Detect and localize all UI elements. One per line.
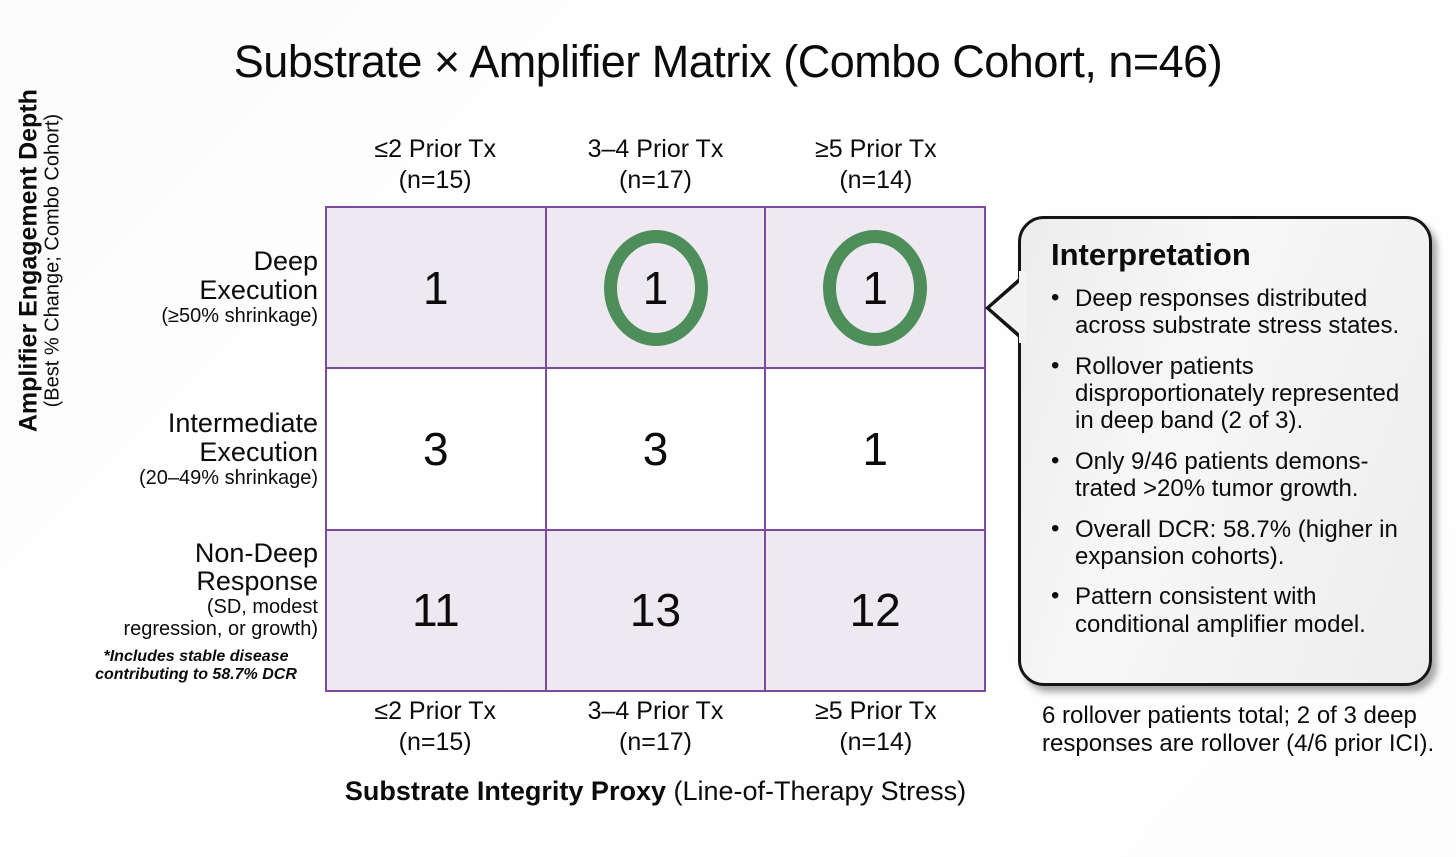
row-label-2-line1: Non-Deep (194, 537, 318, 568)
column-footer-1-label: 3–4 Prior Tx (587, 697, 724, 725)
row-labels: Deep Execution (≥50% shrinkage) Intermed… (74, 206, 322, 692)
column-footer-0: ≤2 Prior Tx (n=15) (325, 696, 545, 757)
column-header-1-label: 3–4 Prior Tx (587, 135, 724, 163)
rollover-footnote: 6 rollover patients total; 2 of 3 deep r… (1042, 702, 1435, 758)
list-item: Pattern consistent with conditional ampl… (1049, 582, 1413, 638)
row-label-1-line1: Intermediate (167, 408, 318, 439)
matrix-cell-r0c2[interactable]: 1 (766, 208, 985, 368)
row-label-0-sub: (≥50% shrinkage) (161, 304, 318, 327)
figure-title: Substrate × Amplifier Matrix (Combo Coho… (233, 36, 1223, 87)
callout-pointer-mask (1019, 271, 1027, 343)
column-header-2-label: ≥5 Prior Tx (815, 135, 937, 163)
interpretation-bullet-list: Deep responses distributed across substr… (1049, 284, 1413, 638)
matrix-cell-r2c1[interactable]: 13 (546, 530, 767, 690)
row-label-0-line1: Deep (253, 246, 318, 277)
column-header-0-count: (n=15) (398, 165, 472, 194)
column-footer-0-count: (n=15) (398, 727, 472, 756)
column-headers-top: ≤2 Prior Tx (n=15) 3–4 Prior Tx (n=17) ≥… (325, 134, 986, 195)
interpretation-title: Interpretation (1051, 237, 1251, 272)
matrix-row-intermediate-execution: 3 3 1 (327, 369, 985, 531)
column-header-1-count: (n=17) (619, 165, 692, 194)
column-footer-0-label: ≤2 Prior Tx (374, 697, 496, 725)
matrix-grid: 1 1 1 3 3 1 11 (325, 206, 986, 692)
row-label-2-line2: Response (196, 566, 318, 597)
matrix-cell-r2c0[interactable]: 11 (327, 530, 547, 690)
y-axis-label: Amplifier Engagement Depth (Best % Chang… (14, 21, 64, 501)
matrix-cell-r1c1[interactable]: 3 (546, 369, 767, 529)
row-label-1-sub: (20–49% shrinkage) (139, 466, 318, 489)
matrix-cell-r1c2[interactable]: 1 (766, 369, 985, 529)
x-axis-label-main: Substrate Integrity Proxy (344, 776, 666, 806)
x-axis-label-sub: (Line-of-Therapy Stress) (665, 776, 967, 806)
matrix-cell-r2c2[interactable]: 12 (766, 530, 985, 690)
y-axis-label-sub: (Best % Change; Combo Cohort) (41, 113, 64, 408)
row-label-deep-execution: Deep Execution (≥50% shrinkage) (74, 206, 322, 368)
list-item: Deep responses distributed across substr… (1049, 284, 1413, 340)
column-footer-2-label: ≥5 Prior Tx (815, 697, 937, 725)
matrix-cell-r2c1-value: 13 (629, 584, 682, 637)
list-item: Overall DCR: 58.7% (higher in expansion … (1049, 515, 1413, 571)
matrix-row-deep-execution: 1 1 1 (327, 208, 985, 370)
column-footer-2: ≥5 Prior Tx (n=14) (766, 696, 986, 757)
matrix-cell-r0c1[interactable]: 1 (546, 208, 767, 368)
row-label-intermediate-execution: Intermediate Execution (20–49% shrinkage… (74, 368, 322, 530)
y-axis-label-main: Amplifier Engagement Depth (14, 89, 43, 433)
callout-pointer-icon (990, 281, 1021, 335)
column-footer-1-count: (n=17) (619, 727, 692, 756)
matrix-cell-r1c0[interactable]: 3 (327, 369, 547, 529)
column-footer-2-count: (n=14) (839, 727, 913, 756)
list-item: Only 9/46 patients demons-trated >20% tu… (1049, 447, 1413, 503)
matrix-cell-r2c2-value: 12 (849, 584, 901, 637)
column-header-2: ≥5 Prior Tx (n=14) (766, 134, 986, 195)
matrix-cell-r2c0-value: 11 (411, 584, 460, 637)
column-header-0: ≤2 Prior Tx (n=15) (325, 134, 545, 195)
column-footer-1: 3–4 Prior Tx (n=17) (545, 696, 765, 757)
column-header-2-count: (n=14) (839, 165, 913, 194)
matrix-cell-r1c2-value: 1 (862, 422, 888, 475)
x-axis-label: Substrate Integrity Proxy (Line-of-Thera… (325, 776, 986, 807)
matrix-cell-r0c0-value: 1 (423, 261, 449, 314)
list-item: Rollover patients disproportionately rep… (1049, 352, 1413, 435)
matrix-cell-r0c0[interactable]: 1 (327, 208, 547, 368)
row-label-1-line2: Execution (199, 437, 318, 467)
row-label-0-line2: Execution (199, 275, 318, 305)
column-headers-bottom: ≤2 Prior Tx (n=15) 3–4 Prior Tx (n=17) ≥… (325, 696, 986, 757)
interpretation-callout: Interpretation Deep responses distribute… (985, 216, 1432, 686)
matrix-cell-r0c1-value: 1 (642, 261, 669, 314)
column-header-0-label: ≤2 Prior Tx (374, 135, 496, 163)
column-header-1: 3–4 Prior Tx (n=17) (545, 134, 765, 195)
matrix-cell-r0c2-value: 1 (862, 261, 888, 314)
matrix-cell-r1c0-value: 3 (423, 422, 449, 475)
matrix-row-non-deep-response: 11 13 12 (327, 530, 985, 690)
matrix-cell-r1c1-value: 3 (642, 422, 669, 475)
